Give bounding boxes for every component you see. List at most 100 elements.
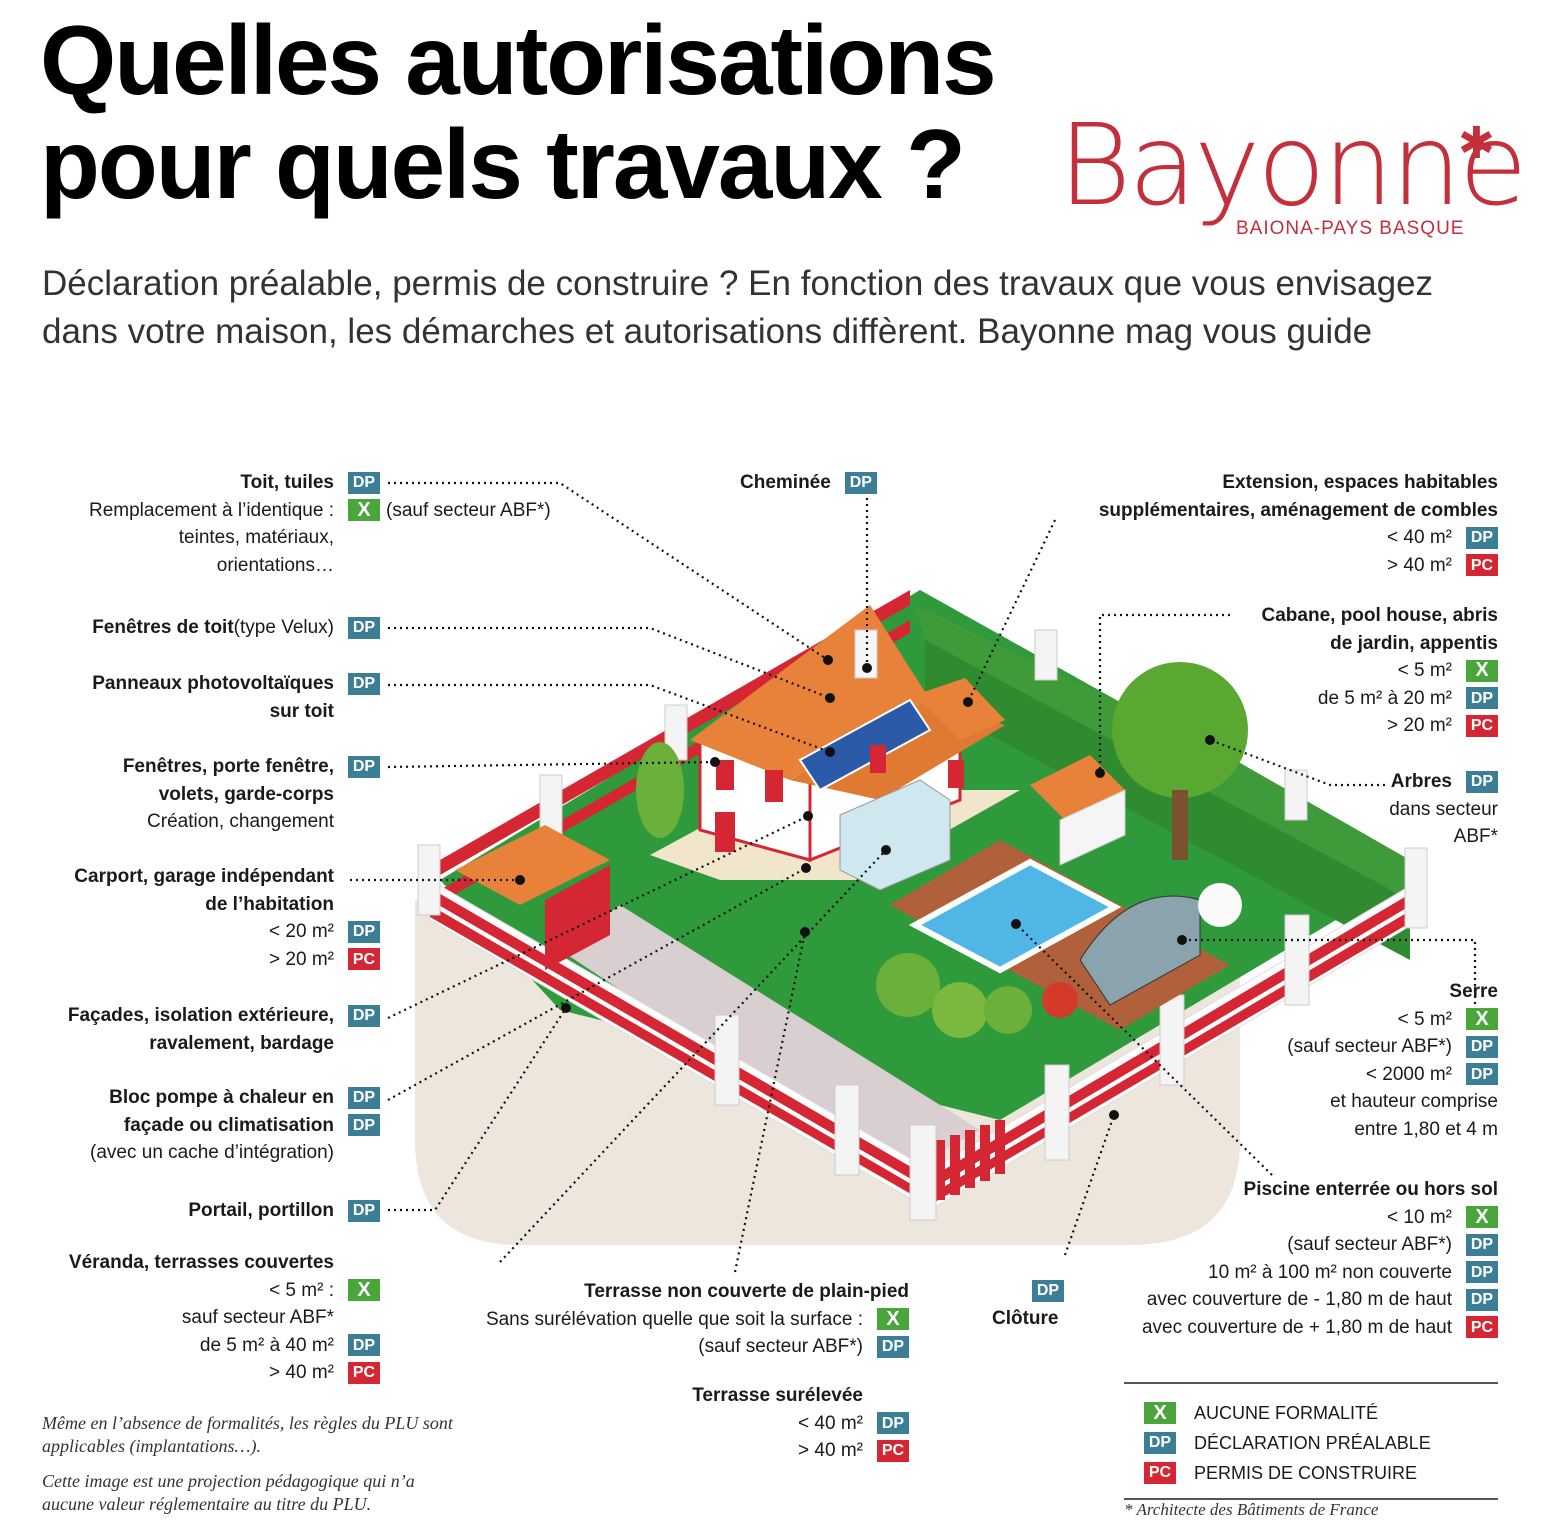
facades-line-1: Façades, isolation extérieure,: [67, 1005, 334, 1026]
label-carport: Carport, garage indépendant de l’habitat…: [74, 863, 380, 973]
dp-badge: DP: [1466, 1233, 1498, 1256]
piscine-r1: < 10 m²: [1387, 1206, 1452, 1228]
dp-badge: DP: [348, 1199, 380, 1222]
toit-title: Toit, tuiles: [240, 472, 334, 493]
arbres-line-1: dans secteur: [1389, 798, 1498, 820]
gate: [935, 1120, 1005, 1200]
x-badge: X: [348, 499, 380, 522]
label-portail: Portail, portillon DP: [188, 1197, 380, 1225]
terrasse-sur-title: Terrasse surélevée: [692, 1385, 863, 1406]
x-badge: X: [1466, 1008, 1498, 1031]
legend-x-label: AUCUNE FORMALITÉ: [1194, 1402, 1379, 1423]
footnote: * Architecte des Bâtiments de France: [1124, 1500, 1379, 1519]
x-badge: X: [1466, 659, 1498, 682]
pompe-line-3: (avec un cache d’intégration): [90, 1142, 334, 1163]
driveway: [560, 905, 980, 1175]
label-fenetres: Fenêtres, porte fenêtre, DP volets, garde…: [123, 753, 380, 836]
carport-r2: > 20 m²: [269, 948, 334, 970]
intro-line-1: Déclaration préalable, permis de constru…: [42, 264, 1434, 303]
veranda-r1: < 5 m² :: [269, 1279, 334, 1301]
pc-badge: PC: [877, 1439, 909, 1462]
tree-front-2: [932, 982, 988, 1038]
x-badge: X: [348, 1279, 380, 1302]
dp-badge: DP: [877, 1412, 909, 1435]
cabane-r1: < 5 m²: [1397, 660, 1452, 681]
dp-badge: DP: [348, 1086, 380, 1109]
leader-dots: [515, 655, 1215, 1120]
logo-word: Bayonne: [1058, 101, 1528, 231]
carport-line-1: Carport, garage indépendant: [74, 866, 334, 887]
disclaimer-notes: Même en l’absence de formalités, les règ…: [42, 1412, 462, 1528]
dp-badge: DP: [1466, 1063, 1498, 1086]
extension-r1: < 40 m²: [1387, 527, 1452, 548]
portail-title: Portail, portillon: [188, 1200, 334, 1221]
title-line-2: pour quels travaux ?: [40, 109, 966, 219]
legend-dp-badge: DP: [1144, 1432, 1176, 1454]
extension-r2: > 40 m²: [1387, 554, 1452, 576]
terrasse-r2: (sauf secteur ABF*): [698, 1336, 863, 1357]
facades-line-2: ravalement, bardage: [149, 1032, 334, 1054]
garage-wall: [545, 865, 610, 970]
fenetres-line-2: volets, garde-corps: [158, 783, 334, 805]
page-title: Quelles autorisations pour quels travaux…: [40, 5, 997, 219]
toit-line-2: teintes, matériaux,: [178, 527, 334, 548]
dp-badge: DP: [1032, 1279, 1064, 1302]
pool: [908, 858, 1122, 974]
dp-badge: DP: [348, 1004, 380, 1027]
dp-badge: DP: [348, 672, 380, 695]
serre-r2: (sauf secteur ABF*): [1287, 1036, 1452, 1057]
dp-badge: DP: [1466, 526, 1498, 549]
note-2: Cette image est une projection pédagogiq…: [42, 1471, 415, 1514]
dp-badge: DP: [1466, 687, 1498, 710]
serre-r3: < 2000 m²: [1365, 1063, 1452, 1085]
cabane-r3: > 20 m²: [1387, 715, 1452, 736]
label-veranda: Véranda, terrasses couvertes < 5 m² :X s…: [69, 1249, 380, 1387]
fence-pillars: [417, 629, 1428, 1221]
legend-x-badge: X: [1144, 1402, 1176, 1424]
dp-badge: DP: [1466, 1261, 1498, 1284]
cabane-r2: de 5 m² à 20 m²: [1317, 687, 1452, 709]
arbres-title: Arbres: [1390, 771, 1452, 792]
note-1: Même en l’absence de formalités, les règ…: [42, 1413, 453, 1456]
dp-badge: DP: [877, 1335, 909, 1358]
dp-badge: DP: [348, 1114, 380, 1137]
dp-badge: DP: [348, 755, 380, 778]
terrasse-title: Terrasse non couverte de plain-pied: [584, 1281, 909, 1302]
piscine-r3: 10 m² à 100 m² non couverte: [1208, 1261, 1452, 1283]
fenetres-line-3: Création, changement: [147, 811, 334, 832]
tree-front-3: [984, 986, 1032, 1034]
topiary: [636, 742, 684, 838]
carport-r1: < 20 m²: [269, 921, 334, 942]
dp-badge: DP: [348, 1334, 380, 1357]
dp-badge: DP: [1466, 1035, 1498, 1058]
roof-extension: [915, 678, 1005, 740]
big-tree: [1112, 662, 1248, 798]
terrasse-r1: Sans surélévation quelle que soit la sur…: [485, 1308, 863, 1330]
fenetres-toit-note: (type Velux): [233, 617, 334, 638]
cabin-wall: [1059, 789, 1126, 866]
dp-badge: DP: [1466, 1288, 1498, 1311]
label-extension: Extension, espaces habitables supplément…: [1099, 469, 1498, 579]
pc-badge: PC: [348, 948, 380, 971]
terrasse-sur-r2: > 40 m²: [798, 1440, 863, 1461]
pompe-line-1: Bloc pompe à chaleur en: [109, 1087, 334, 1108]
x-badge: X: [1466, 1206, 1498, 1229]
veranda-r4: > 40 m²: [269, 1362, 334, 1383]
cabane-line-2: de jardin, appentis: [1330, 632, 1498, 654]
dp-badge: DP: [348, 471, 380, 494]
fenetres-line-1: Fenêtres, porte fenêtre,: [122, 756, 334, 777]
logo-subtitle: BAIONA-PAYS BASQUE: [1236, 218, 1465, 239]
legend-pc-badge: PC: [1144, 1462, 1176, 1484]
toit-line-3: orientations…: [216, 554, 334, 576]
intro-line-2: dans votre maison, les démarches et auto…: [42, 312, 1373, 351]
label-cabane: Cabane, pool house, abris de jardin, app…: [1262, 602, 1498, 740]
dp-badge: DP: [844, 471, 877, 494]
solar-panels: [798, 698, 932, 792]
dp-badge: DP: [348, 920, 380, 943]
title-line-1: Quelles autorisations: [40, 5, 997, 115]
